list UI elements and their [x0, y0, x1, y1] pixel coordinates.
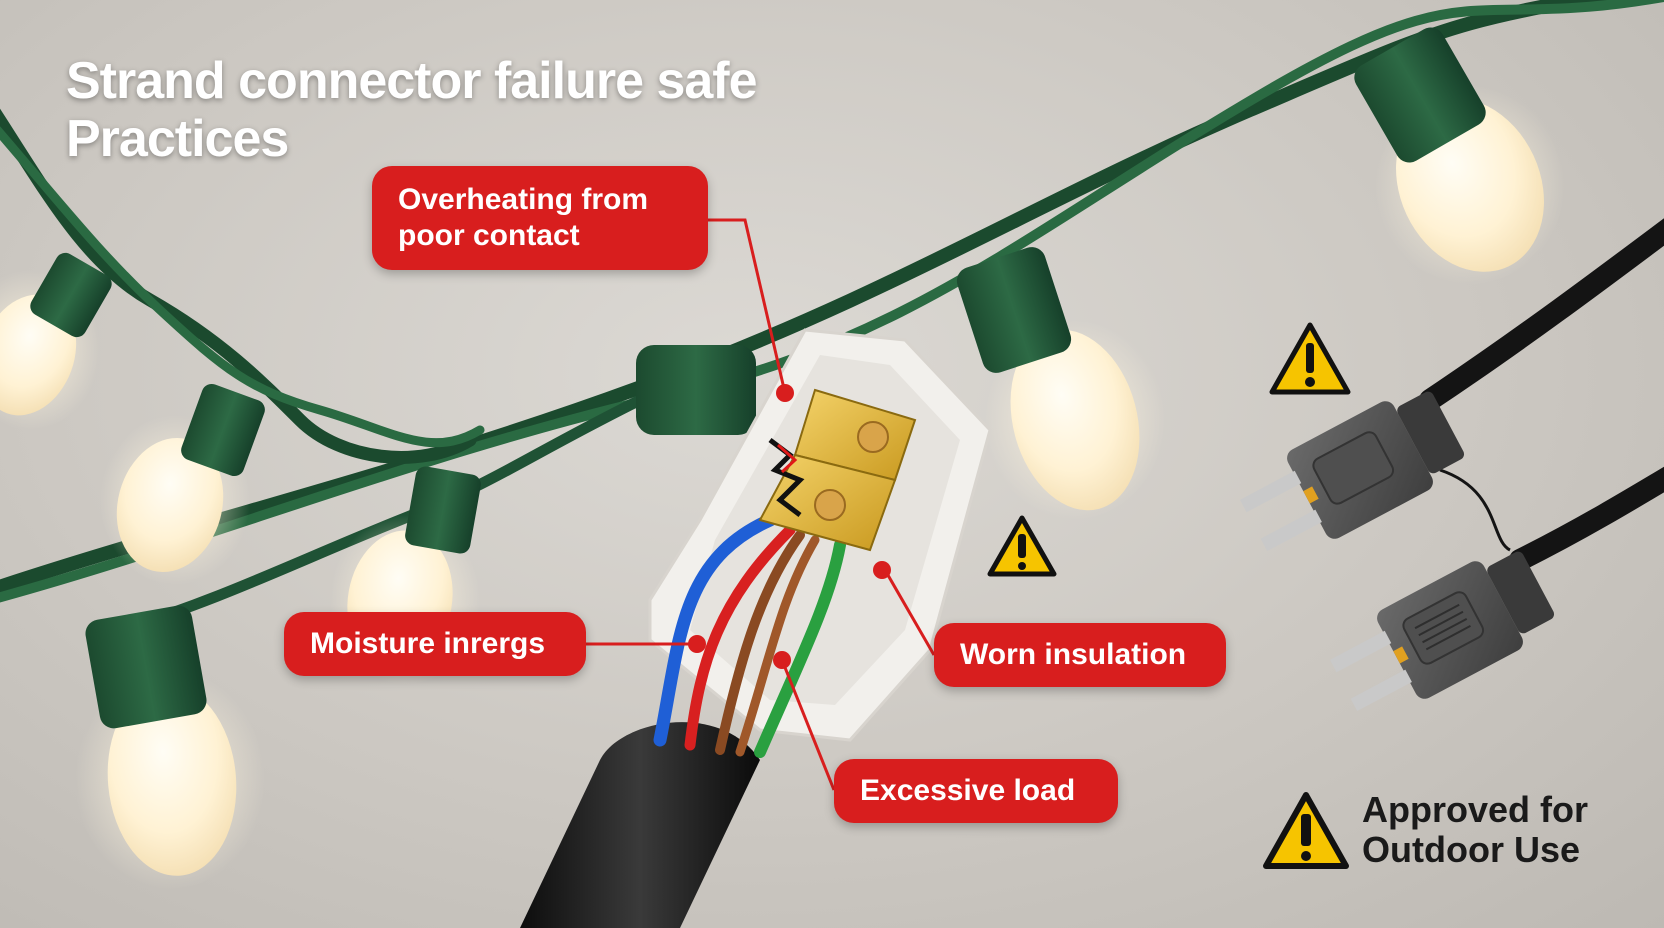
approved-outdoor-label: Approved for Outdoor Use	[1362, 789, 1589, 870]
callout-moisture: Moisture inrergs	[284, 612, 586, 676]
light-bulb-icon	[75, 605, 265, 890]
warning-triangle-icon	[987, 515, 1057, 577]
warning-triangle-icon	[1269, 322, 1351, 395]
warning-triangle-icon	[1263, 792, 1349, 869]
callout-worn-insulation: Worn insulation	[934, 623, 1226, 687]
brass-terminal	[758, 388, 917, 552]
black-cable	[520, 722, 760, 928]
strand-socket	[636, 345, 756, 435]
light-bulb-icon	[0, 252, 112, 430]
string-light-bulbs	[0, 27, 1565, 890]
plug-icon	[1239, 391, 1465, 552]
plug-cables	[1419, 218, 1664, 571]
connector-cutaway	[520, 328, 992, 928]
light-bulb-icon	[100, 383, 265, 585]
plug-icon	[1329, 551, 1555, 712]
page-title: Strand connector failure safe Practices	[66, 52, 758, 168]
light-bulb-icon	[956, 247, 1165, 520]
callout-overheating: Overheating from poor contact	[372, 166, 708, 270]
inner-wires	[653, 513, 846, 758]
callout-excessive-load: Excessive load	[834, 759, 1118, 823]
callout-dots	[688, 384, 891, 669]
light-bulb-icon	[1354, 27, 1565, 285]
callout-leaders	[586, 218, 936, 791]
